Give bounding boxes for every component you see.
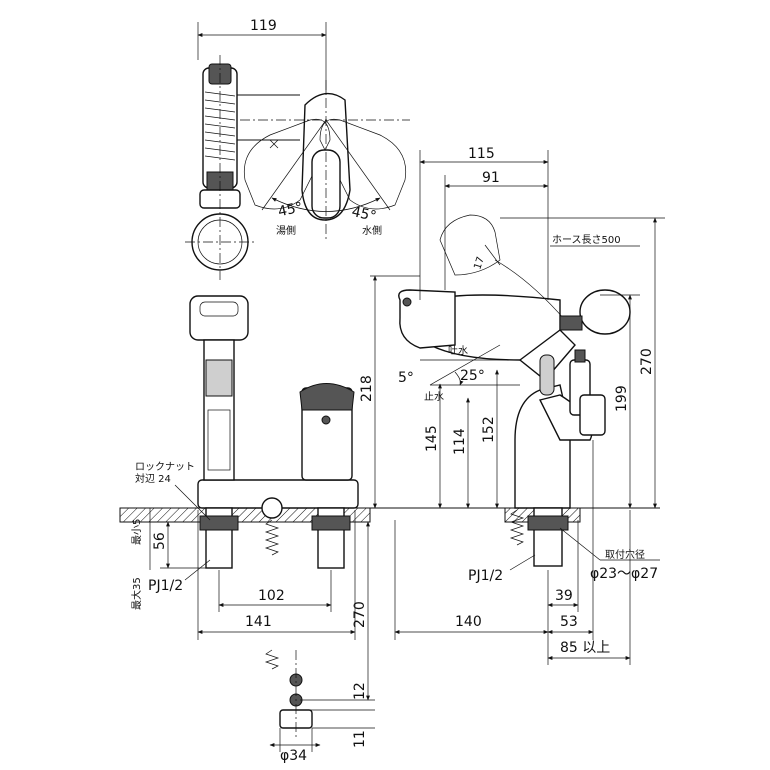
mount-hole-value: φ23～φ27: [590, 566, 658, 582]
hot-side-label: 湯側: [276, 224, 296, 237]
dim-114: 114: [452, 428, 468, 455]
mount-hole-label: 取付穴径: [605, 548, 645, 561]
dim-102: 102: [258, 588, 285, 604]
dim-85: 85 以上: [560, 640, 610, 656]
dim-17: 17: [472, 255, 486, 271]
hose-length-label: ホース長さ500: [552, 234, 621, 246]
dim-119: 119: [250, 18, 277, 34]
dim-53: 53: [560, 614, 578, 630]
dim-11: 11: [352, 730, 368, 748]
dim-141: 141: [245, 614, 272, 630]
stop-label: 止水: [424, 391, 444, 403]
angle-25: 25°: [460, 368, 485, 384]
dim-270-vertical: 270: [352, 601, 368, 628]
cold-side-label: 水側: [362, 224, 382, 237]
dim-56: 56: [152, 532, 168, 550]
min-5-label: 最小5: [131, 519, 143, 545]
max-35-label: 最大35: [130, 577, 143, 610]
angle-5: 5°: [398, 370, 414, 386]
lock-nut-label: ロックナット: [135, 461, 195, 473]
angle-cold: 45°: [350, 204, 378, 225]
spout-label: 吐水: [448, 345, 468, 357]
top-view: 119 45° 45° 湯側 水側: [185, 18, 410, 280]
pipe-thread-right: PJ1/2: [468, 568, 503, 584]
dim-12: 12: [352, 682, 368, 700]
dim-218: 218: [359, 375, 375, 402]
dim-39: 39: [555, 588, 573, 604]
side-view: 115 91 17 ホース長さ500 270 199 218 145 114 1…: [359, 146, 665, 665]
dim-152: 152: [481, 416, 497, 443]
dim-115: 115: [468, 146, 495, 162]
dim-145: 145: [424, 425, 440, 452]
dim-91: 91: [482, 170, 500, 186]
front-view: ロックナット 対辺 24 最小5 最大35 56 PJ1/2 102 141 2…: [119, 295, 375, 764]
dim-199: 199: [614, 385, 630, 412]
dim-140: 140: [455, 614, 482, 630]
dim-270-right: 270: [639, 348, 655, 375]
dia-34: φ34: [280, 748, 307, 764]
angle-hot: 45°: [277, 200, 305, 221]
pipe-thread-left: PJ1/2: [148, 578, 183, 594]
lock-nut-value: 対辺 24: [135, 472, 171, 485]
